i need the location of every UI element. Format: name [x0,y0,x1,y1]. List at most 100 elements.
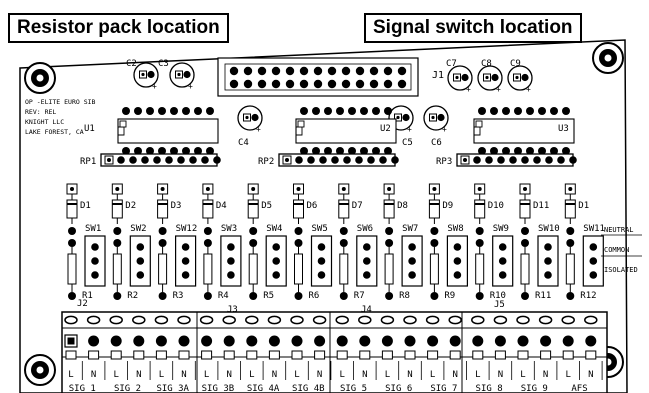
resistor-label: R2 [127,291,138,301]
resistor-label: R4 [218,291,229,301]
diode-body [428,199,440,219]
diode-body [474,199,486,219]
connector-pin [341,79,351,89]
channel-group: D1SW1R1D2SW2R2D3SW12R3D4SW3R4D5SW4R5D6SW… [66,183,605,301]
board-info-line: OP -ELITE EURO SIB [25,98,96,106]
capacitor-group: +C2+C3+C4+C5+C6+C7+C8+C9 [126,59,533,148]
connector-pin [243,66,253,76]
switch-label: SW6 [357,224,373,234]
pin-letter: N [226,370,231,380]
diode-body [519,199,531,219]
resistor-body [339,253,349,285]
capacitor-label: C3 [158,59,169,69]
pin-letter: L [565,370,570,380]
terminal-screw: N [493,315,513,380]
capacitor-label: C8 [481,59,492,69]
resistor-pack: RP3 [436,153,577,167]
switch-mode-legend: NEUTRAL COMMON ISOLATED [601,226,642,274]
ic-label: U3 [558,124,569,134]
resistor-body [475,253,485,285]
pin-letter: L [159,370,164,380]
terminal-screw: N [584,315,603,380]
diode-label: D10 [488,201,504,211]
switch-label: SW7 [402,224,418,234]
terminal-screw: N [177,315,196,380]
diode-body [293,199,304,219]
diode-body [383,199,395,219]
diode-label: D8 [397,201,408,211]
connector-pin [243,79,253,89]
capacitor-label: C7 [446,59,457,69]
resistor-label: R3 [173,291,184,301]
svg-text:+: + [466,85,471,94]
diode-body [247,199,259,219]
signal-switch-callout: Signal switch location [364,13,582,43]
ic-chip: U1 [84,107,219,155]
pin-letter: L [204,370,209,380]
resistor-label: R7 [354,291,365,301]
diode-label: D5 [261,201,272,211]
connector-pin [369,79,379,89]
switch-label: SW11 [583,224,605,234]
terminal-screw: N [538,315,558,380]
svg-text:+: + [407,125,412,134]
switch-label: SW9 [493,224,509,234]
ic-label: U2 [380,124,391,134]
pin-letter: N [498,370,503,380]
diode-label: D11 [533,201,549,211]
pin-letter: N [317,370,322,380]
resistor-body [565,253,575,285]
ic-label: U1 [84,124,95,134]
connector-pin [327,66,337,76]
pin-letter: L [339,370,344,380]
terminal-screw: L [290,315,309,380]
resistor-body [294,253,303,285]
ic-group: U1 U2 U3 [84,107,575,155]
connector-pin [383,66,393,76]
signal-label: AFS [571,384,587,393]
diode-label: D2 [125,201,136,211]
pin-letter: L [113,370,118,380]
pin-letter: N [181,370,186,380]
terminal-screw: N [132,315,151,380]
capacitor: + C7 [446,59,473,94]
switch-label: SW4 [266,224,282,234]
switch-label: SW5 [312,224,328,234]
switch-label: SW2 [130,224,146,234]
diode-label: D1 [80,201,91,211]
terminal-screw: N [267,315,287,380]
capacitor: +C8 [477,59,503,94]
signal-label: SIG 4A [247,384,280,393]
terminal-screw: L [335,315,354,380]
terminal-block-label: J5 [494,300,505,310]
resistor-pack-label: RP2 [258,157,274,167]
diode-label: D6 [307,201,318,211]
connector-pin [285,79,295,89]
connector-pin [229,79,239,89]
terminal-screw: N [222,315,241,380]
resistor-label: R5 [263,291,274,301]
resistor-label: R6 [309,291,320,301]
connector-pin [355,66,365,76]
terminal-screw: N [86,315,106,380]
connector-pin [313,79,323,89]
resistor-body [520,253,530,285]
resistor-label: R11 [535,291,551,301]
signal-label: SIG 9 [521,384,548,393]
diode-body [202,199,214,219]
connector-pin [271,66,281,76]
svg-text:+: + [442,125,447,134]
svg-text:+: + [526,85,531,94]
capacitor: +C3 [158,59,195,91]
pin-letter: L [68,370,73,380]
resistor-label: R9 [444,291,455,301]
pin-letter: N [543,370,548,380]
switch-label: SW1 [85,224,101,234]
resistor-pack: RP2 [258,153,399,167]
